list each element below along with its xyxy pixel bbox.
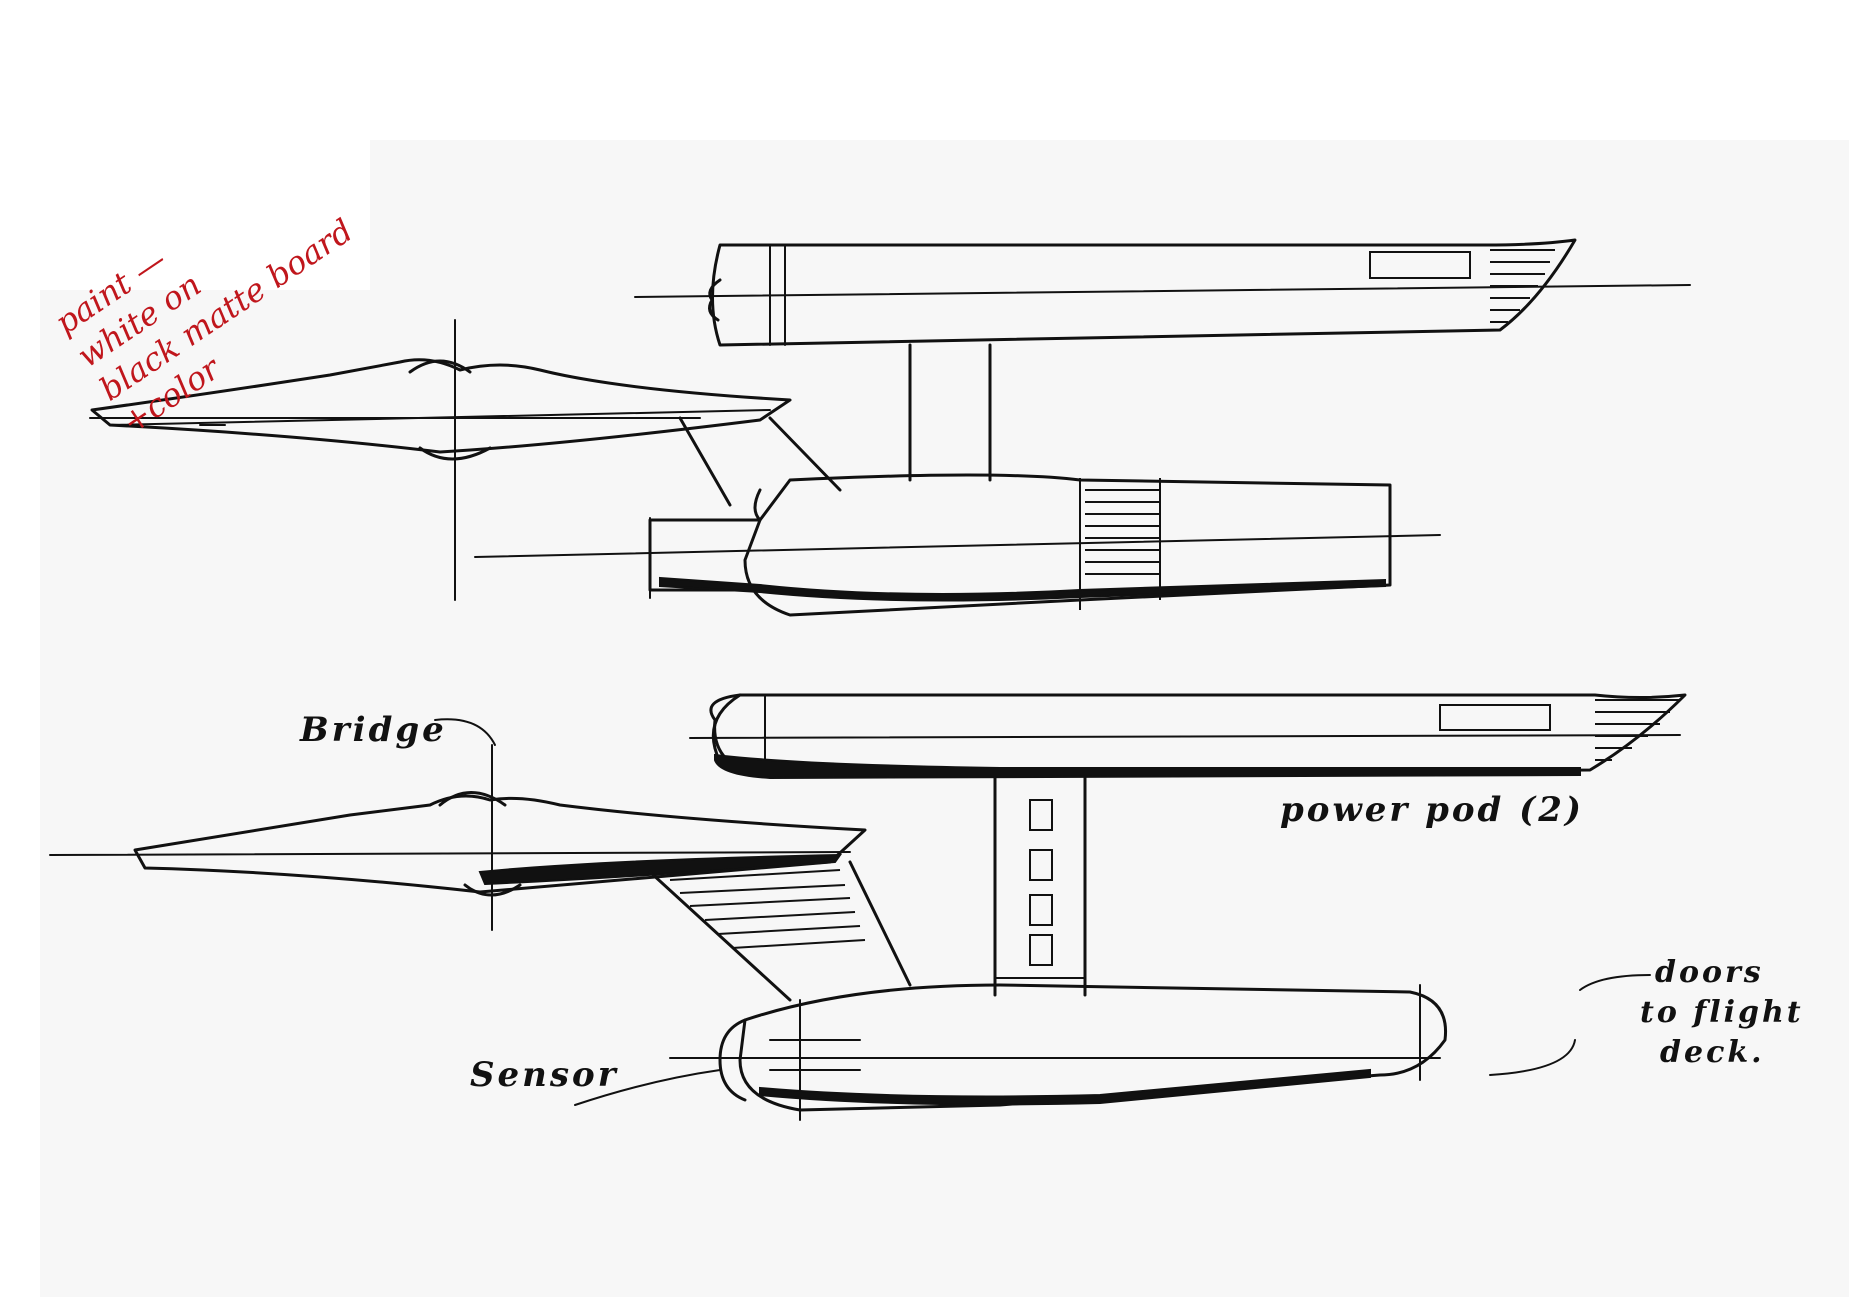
top-saucer (89, 319, 792, 601)
sensor-leader (574, 1069, 721, 1106)
doors-label-line-2: to flight (1640, 995, 1804, 1030)
doors-label-line-1: doors (1655, 955, 1764, 990)
bridge-label: Bridge (300, 710, 447, 750)
note-corner (0, 0, 370, 290)
power-pod-label: power pod (2) (1280, 790, 1584, 830)
top-engineering-hull (474, 473, 1441, 617)
sensor-label: Sensor (470, 1055, 619, 1095)
top-nacelle (634, 238, 1691, 347)
power-pod-leader (1489, 1039, 1576, 1076)
doors-leader (1579, 974, 1651, 991)
doors-label-line-3: deck. (1660, 1035, 1765, 1070)
bridge-leader (434, 718, 496, 746)
bottom-neck (648, 860, 912, 1002)
bottom-strut (993, 776, 1087, 997)
top-strut (908, 343, 992, 482)
bottom-ship-view (49, 693, 1687, 1121)
bottom-engineering-hull (669, 983, 1448, 1121)
leader-lines (434, 718, 1651, 1106)
bottom-saucer (49, 744, 867, 931)
bottom-nacelle (689, 693, 1687, 780)
top-ship-view (89, 238, 1691, 617)
